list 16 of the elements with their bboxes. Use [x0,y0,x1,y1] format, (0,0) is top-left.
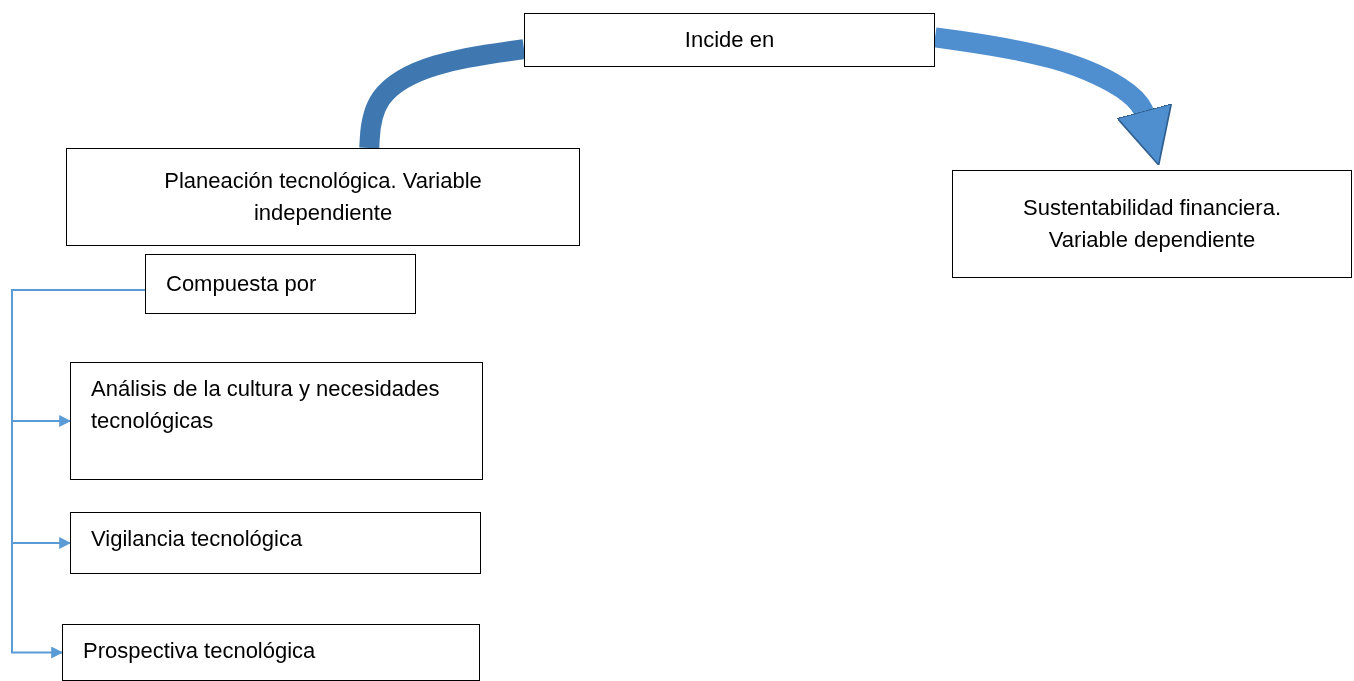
node-label: Compuesta por [166,270,317,299]
text-box [62,624,480,681]
text-box [524,13,935,67]
node-label: Planeación tecnológica. Variable independiente [163,167,483,227]
node-label: Análisis de la cultura y necesidades tecnológicas [91,375,441,435]
node-label: Incide en [684,26,775,55]
arrow [933,27,1173,166]
node-label: Sustentabilidad financiera. Variable dependiente [1021,194,1283,254]
text-box [70,512,481,574]
text-box [952,170,1352,278]
text-box [66,148,580,246]
text-box [70,362,483,480]
connector [359,39,526,150]
text-box [145,254,416,314]
node-label: Vigilancia tecnológica [91,525,303,553]
node-label: Prospectiva tecnológica [83,637,316,665]
